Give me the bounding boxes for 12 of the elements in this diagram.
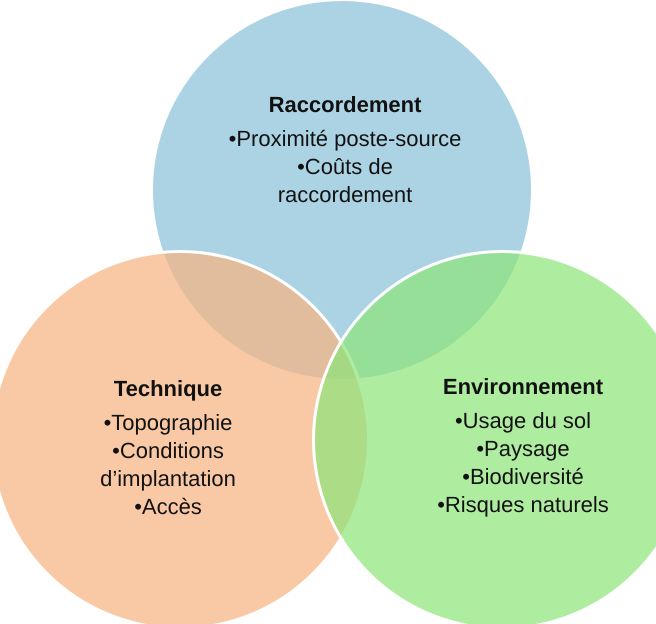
bullet-item: •Risques naturels — [436, 491, 610, 519]
bullet-item: •Accès — [133, 493, 203, 521]
circle-heading: Technique — [112, 375, 224, 403]
bullet-item: •Coûts de raccordement — [276, 153, 414, 209]
bullet-item: •Conditions d’implantation — [99, 437, 237, 493]
bullet-item: •Topographie — [102, 409, 234, 437]
bullet-item: •Paysage — [475, 435, 571, 463]
bullet-item: •Biodiversité — [461, 463, 585, 491]
bullet-item: •Proximité poste-source — [228, 125, 462, 153]
circle-heading: Environnement — [442, 373, 604, 401]
circle-heading: Raccordement — [268, 91, 422, 119]
bullet-item: •Usage du sol — [454, 407, 592, 435]
